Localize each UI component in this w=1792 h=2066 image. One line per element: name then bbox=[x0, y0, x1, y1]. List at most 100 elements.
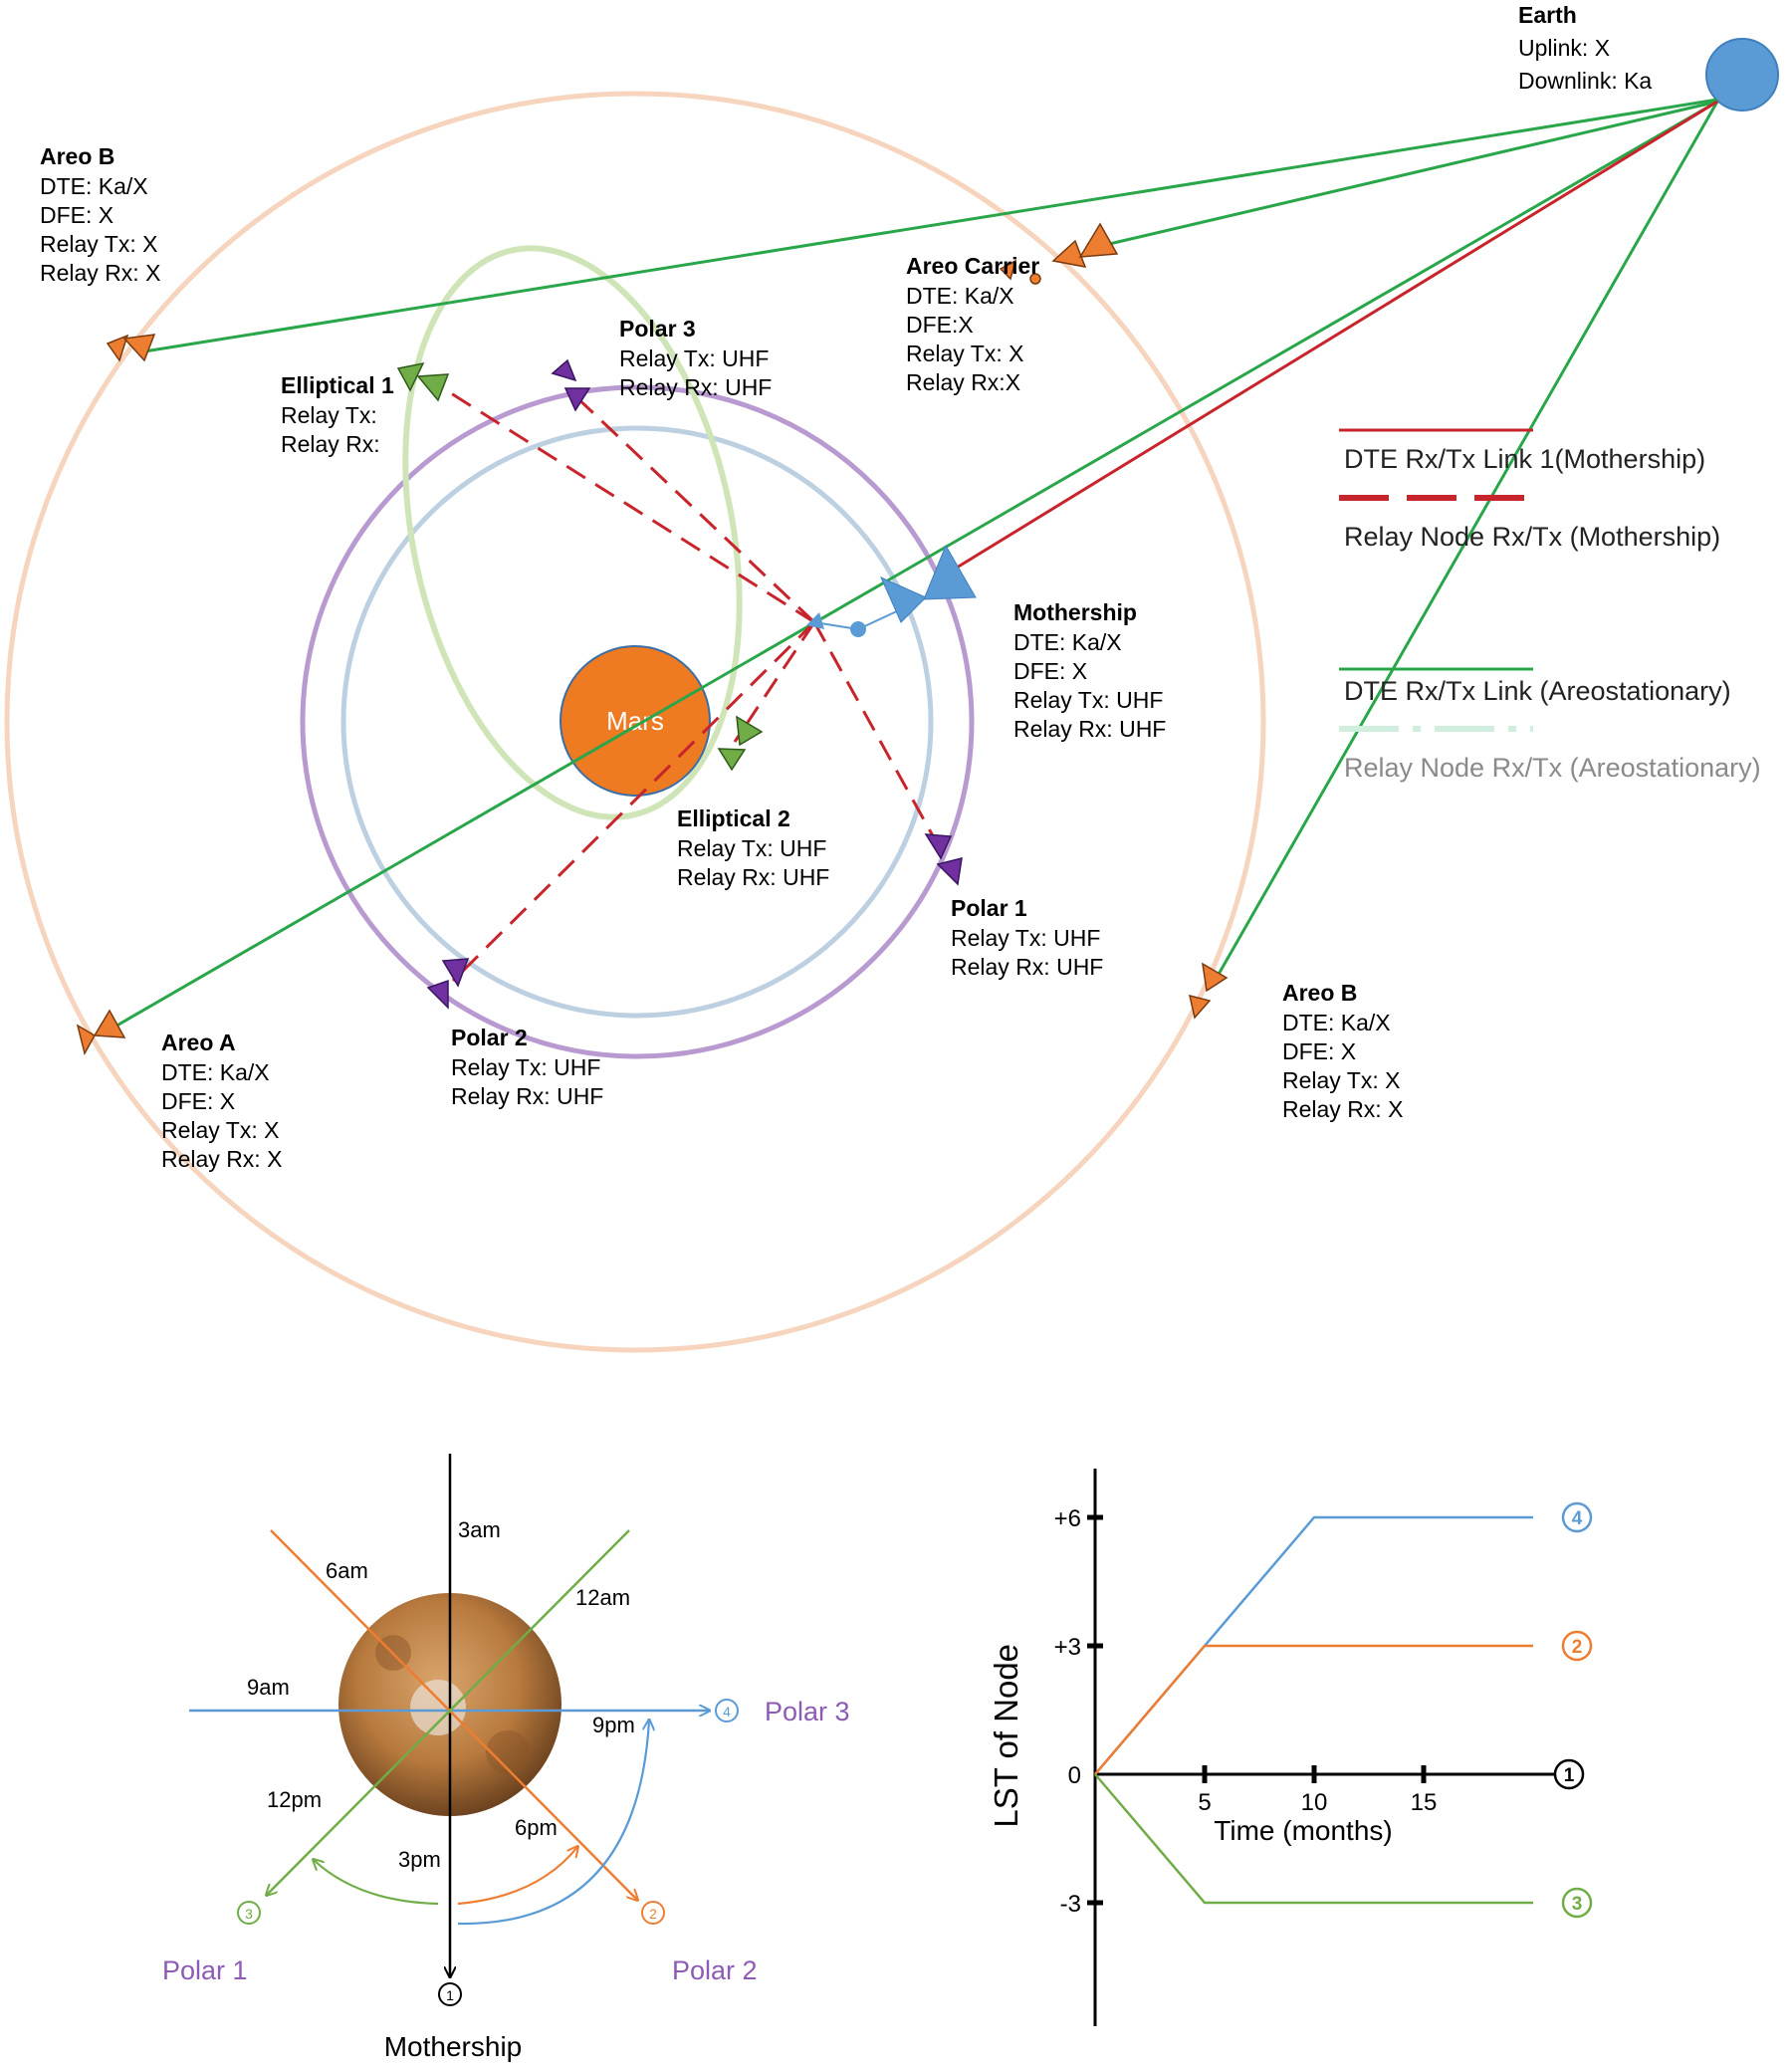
areo-b-left-line: DFE: X bbox=[40, 202, 113, 228]
earth-name: Earth bbox=[1518, 2, 1577, 28]
series-name: 4 bbox=[1572, 1508, 1583, 1529]
series-line-2 bbox=[1094, 1644, 1533, 1775]
mothership-orbit bbox=[340, 425, 934, 1019]
polar-2-title: Polar 2 bbox=[451, 1025, 528, 1050]
polar-1-label: Polar 1 Relay Tx: UHF Relay Rx: UHF bbox=[951, 895, 1103, 980]
areo-b-left-spacecraft bbox=[106, 334, 156, 362]
legend-label: Relay Node Rx/Tx (Areostationary) bbox=[1344, 753, 1761, 783]
polar-2-name: Polar 2 bbox=[672, 1955, 758, 1985]
y-tick-label: +6 bbox=[1054, 1505, 1081, 1532]
areo-a-line: Relay Rx: X bbox=[161, 1146, 282, 1172]
orbit-diagram: Mars bbox=[4, 2, 1779, 1353]
dte-link-areo-carrier bbox=[1104, 100, 1718, 247]
areo-carrier-line: Relay Rx:X bbox=[906, 369, 1020, 395]
areo-a-label: Areo A DTE: Ka/X DFE: X Relay Tx: X Rela… bbox=[161, 1030, 282, 1172]
svg-text:2: 2 bbox=[649, 1906, 657, 1922]
node-marker-2: 2 bbox=[641, 1901, 665, 1925]
chart-series: 1 4 2 3 bbox=[1094, 1501, 1593, 1919]
polar-1-line: Relay Rx: UHF bbox=[951, 954, 1103, 980]
areo-a-line: DFE: X bbox=[161, 1088, 235, 1114]
earth-uplink: Uplink: X bbox=[1518, 35, 1610, 61]
node-marker-1: 1 bbox=[438, 1982, 462, 2006]
node-marker-4: 4 bbox=[715, 1699, 739, 1722]
legend-label: DTE Rx/Tx Link (Areostationary) bbox=[1344, 676, 1731, 706]
x-axis-title: Time (months) bbox=[1214, 1815, 1392, 1846]
areo-carrier-title: Areo Carrier bbox=[906, 253, 1039, 279]
series-line-3 bbox=[1094, 1773, 1533, 1905]
areo-b-right-spacecraft bbox=[1188, 962, 1229, 1020]
elliptical-2-label: Elliptical 2 Relay Tx: UHF Relay Rx: UHF bbox=[677, 805, 829, 890]
areo-carrier-spacecraft bbox=[999, 222, 1119, 285]
polar-2-spacecraft bbox=[426, 958, 470, 1010]
polar-2-rotation-arc bbox=[457, 1847, 577, 1906]
polar-1-rotation-arc bbox=[314, 1860, 439, 1906]
mothership-spacecraft bbox=[806, 544, 977, 637]
areo-a-line: DTE: Ka/X bbox=[161, 1059, 270, 1085]
x-tick-label: 5 bbox=[1198, 1789, 1211, 1816]
y-tick-label: 0 bbox=[1068, 1762, 1081, 1789]
polar-3-line: Relay Tx: UHF bbox=[619, 345, 769, 371]
hour-label: 9am bbox=[247, 1675, 290, 1700]
hour-label: 3am bbox=[458, 1517, 501, 1542]
areo-b-right-label: Areo B DTE: Ka/X DFE: X Relay Tx: X Rela… bbox=[1282, 980, 1403, 1122]
polar-1-line: Relay Tx: UHF bbox=[951, 925, 1100, 951]
hour-label: 12pm bbox=[267, 1787, 322, 1812]
node-marker-3: 3 bbox=[237, 1901, 261, 1925]
polar-3-name: Polar 3 bbox=[765, 1697, 850, 1726]
areo-b-right-line: Relay Tx: X bbox=[1282, 1067, 1400, 1093]
hour-label: 3pm bbox=[398, 1847, 441, 1872]
polar-3-rotation-arc bbox=[457, 1721, 649, 1926]
polar-1-title: Polar 1 bbox=[951, 895, 1027, 921]
areo-b-left-title: Areo B bbox=[40, 143, 114, 169]
elliptical-1-title: Elliptical 1 bbox=[281, 372, 394, 398]
y-tick-label: -3 bbox=[1060, 1891, 1081, 1918]
earth-planet bbox=[1705, 38, 1779, 112]
x-tick-label: 10 bbox=[1301, 1789, 1328, 1816]
mothership-line: Relay Tx: UHF bbox=[1013, 687, 1163, 713]
elliptical-1-label: Elliptical 1 Relay Tx: Relay Rx: bbox=[281, 372, 394, 457]
mars-planet bbox=[560, 645, 711, 797]
hour-label: 9pm bbox=[592, 1713, 635, 1737]
areo-b-right-line: Relay Rx: X bbox=[1282, 1096, 1403, 1122]
series-end-marker-2: 2 bbox=[1561, 1630, 1593, 1662]
series-name: 2 bbox=[1572, 1637, 1583, 1658]
elliptical-orbit bbox=[402, 245, 743, 820]
polar-1-name: Polar 1 bbox=[162, 1955, 248, 1985]
areo-a-spacecraft bbox=[76, 1009, 126, 1056]
dte-link-areo-b-right bbox=[1215, 101, 1719, 979]
areo-b-right-line: DTE: Ka/X bbox=[1282, 1010, 1391, 1035]
clock-diagram: 3am 6am 12am 9am 9pm 12pm 6pm 3pm 4 2 3 … bbox=[162, 1454, 850, 2062]
polar-1-spacecraft bbox=[924, 833, 963, 886]
y-tick-label: +3 bbox=[1054, 1634, 1081, 1661]
hour-label: 6am bbox=[326, 1558, 368, 1583]
mothership-title: Mothership bbox=[1013, 599, 1137, 625]
areo-a-title: Areo A bbox=[161, 1030, 236, 1055]
polar-3-spacecraft bbox=[551, 358, 591, 412]
series-name: 3 bbox=[1572, 1894, 1583, 1915]
areo-carrier-line: Relay Tx: X bbox=[906, 341, 1023, 366]
elliptical-2-line: Relay Rx: UHF bbox=[677, 864, 829, 890]
mothership-caption: Mothership bbox=[384, 2031, 523, 2062]
elliptical-2-line: Relay Tx: UHF bbox=[677, 835, 826, 861]
areo-carrier-line: DFE:X bbox=[906, 312, 974, 338]
areo-b-left-line: Relay Rx: X bbox=[40, 260, 160, 286]
dte-link-areo-b-left bbox=[143, 98, 1718, 353]
series-name: 1 bbox=[1564, 1765, 1575, 1786]
x-tick-label: 15 bbox=[1411, 1789, 1438, 1816]
areo-b-right-title: Areo B bbox=[1282, 980, 1357, 1006]
chart-axes bbox=[1087, 1469, 1566, 2026]
areo-b-right-line: DFE: X bbox=[1282, 1038, 1356, 1064]
dte-link-areo-a bbox=[99, 100, 1718, 1037]
polar-1-axis bbox=[267, 1529, 630, 1895]
polar-3-line: Relay Rx: UHF bbox=[619, 374, 772, 400]
mothership-label: Mothership DTE: Ka/X DFE: X Relay Tx: UH… bbox=[1013, 599, 1166, 742]
elliptical-2-title: Elliptical 2 bbox=[677, 805, 790, 831]
mars-label: Mars bbox=[606, 706, 664, 736]
polar-orbit bbox=[300, 384, 975, 1059]
elliptical-1-spacecraft bbox=[396, 361, 450, 402]
areostationary-orbit bbox=[4, 91, 1266, 1353]
series-end-marker-4: 4 bbox=[1561, 1501, 1593, 1533]
